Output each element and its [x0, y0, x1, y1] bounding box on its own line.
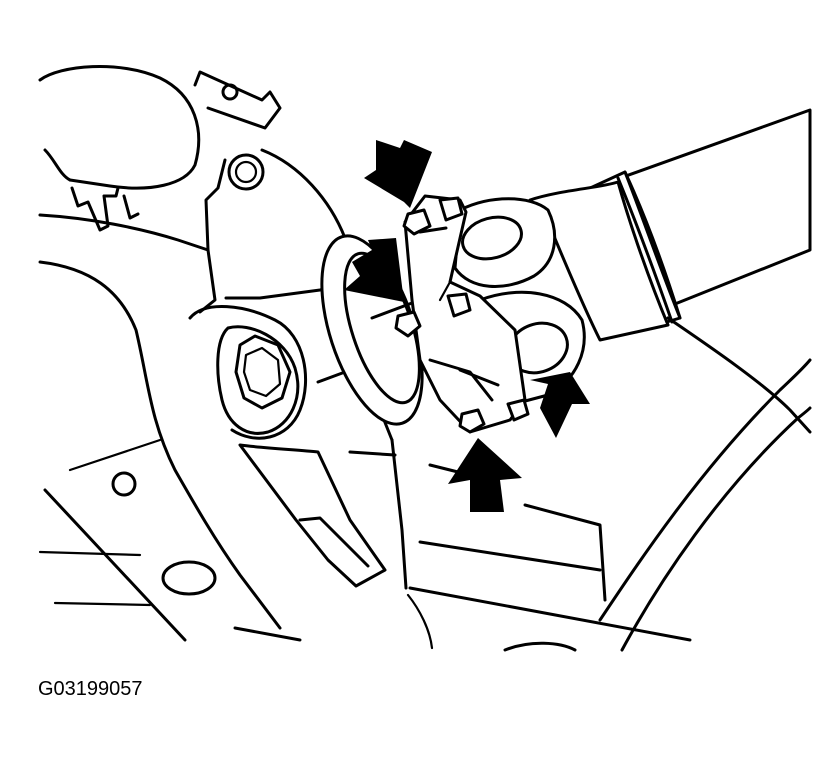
arrow-top — [364, 140, 432, 208]
shaft-flange — [394, 194, 530, 434]
propeller-shaft-flange-diagram — [38, 65, 812, 652]
arrow-lower-right — [530, 372, 590, 438]
tire-arc — [598, 316, 812, 652]
differential-housing — [38, 65, 408, 630]
callout-arrows — [344, 140, 590, 512]
arrow-middle — [344, 238, 404, 302]
vehicle-floor-lines — [38, 438, 692, 652]
propeller-shaft — [528, 108, 812, 342]
arrow-bottom — [448, 438, 522, 512]
figure-id-code: G03199057 — [38, 678, 143, 700]
